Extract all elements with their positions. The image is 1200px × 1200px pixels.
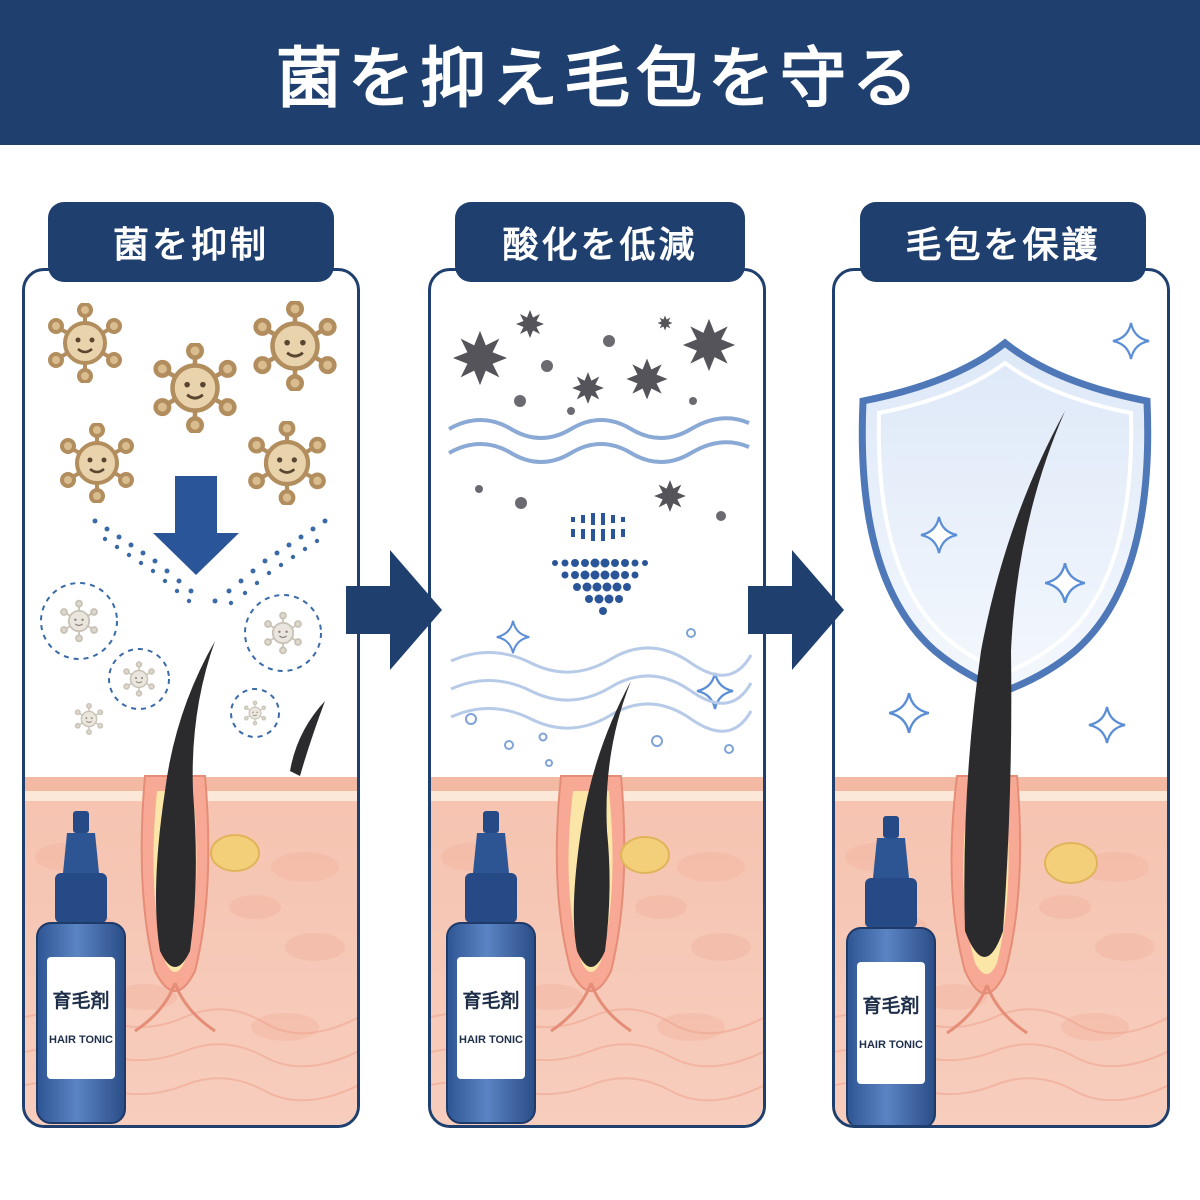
- bacteria-icon: [250, 422, 324, 504]
- oxidant-particle-icon: [682, 318, 736, 372]
- step-2-label: 酸化を低減: [455, 202, 745, 282]
- sparkle-icon: [1087, 705, 1127, 745]
- bacteria-icon: [60, 599, 98, 643]
- panel-suppress-bacteria: 育毛剤 HAIR TONIC: [22, 268, 360, 1128]
- bottle-label-jp: 育毛剤: [462, 989, 520, 1012]
- bacteria-icon: [74, 703, 104, 735]
- hair-tonic-bottle: 育毛剤 HAIR TONIC: [443, 811, 539, 1125]
- oxidant-particle-icon: [626, 358, 668, 400]
- oxidant-particle-icon: [452, 330, 508, 386]
- bacteria-icon: [156, 344, 235, 432]
- bacteria-icon: [256, 302, 335, 390]
- sparkle-icon: [1111, 321, 1151, 361]
- bottle-label-jp: 育毛剤: [52, 989, 110, 1012]
- hair-tonic-bottle: 育毛剤 HAIR TONIC: [33, 811, 129, 1125]
- bottle-label-jp: 育毛剤: [862, 994, 920, 1017]
- hair-strand: [573, 681, 631, 967]
- oxidant-particle-icon: [572, 372, 604, 404]
- panel-protect-follicle: 育毛剤 HAIR TONIC: [832, 268, 1170, 1128]
- bacteria-icon: [48, 303, 122, 383]
- bottle-label-en: HAIR TONIC: [49, 1034, 113, 1047]
- oxidant-particle-icon: [657, 315, 673, 331]
- bottle-label: 育毛剤 HAIR TONIC: [47, 957, 115, 1079]
- arrow-down-icon: [153, 476, 239, 575]
- bottle-label: 育毛剤 HAIR TONIC: [857, 962, 925, 1084]
- bacteria-icon: [60, 423, 134, 503]
- hair-strand: [156, 641, 215, 967]
- bottle-label-en: HAIR TONIC: [859, 1039, 923, 1052]
- bacteria-icon: [264, 611, 302, 655]
- title-banner: 菌を抑え毛包を守る: [0, 0, 1200, 145]
- step-3-label: 毛包を保護: [860, 202, 1146, 282]
- sparkle-icon: [887, 691, 931, 735]
- flow-arrow-2-icon: [748, 550, 844, 670]
- flow-arrow-1-icon: [346, 550, 442, 670]
- hair-tonic-bottle: 育毛剤 HAIR TONIC: [843, 816, 939, 1125]
- bottle-label: 育毛剤 HAIR TONIC: [457, 957, 525, 1079]
- bacteria-icon: [243, 700, 267, 726]
- sparkle-icon: [495, 619, 531, 655]
- arrow-down-icon: [552, 513, 648, 615]
- page-title: 菌を抑え毛包を守る: [276, 39, 924, 117]
- panel-reduce-oxidation: 育毛剤 HAIR TONIC: [428, 268, 766, 1128]
- shield-icon: [858, 338, 1152, 695]
- step-1-label: 菌を抑制: [48, 202, 334, 282]
- oxidant-particle-icon: [654, 480, 686, 512]
- bacteria-icon: [123, 661, 155, 697]
- bottle-label-en: HAIR TONIC: [459, 1034, 523, 1047]
- oxidant-particle-icon: [516, 310, 544, 338]
- hair-strand: [964, 411, 1065, 957]
